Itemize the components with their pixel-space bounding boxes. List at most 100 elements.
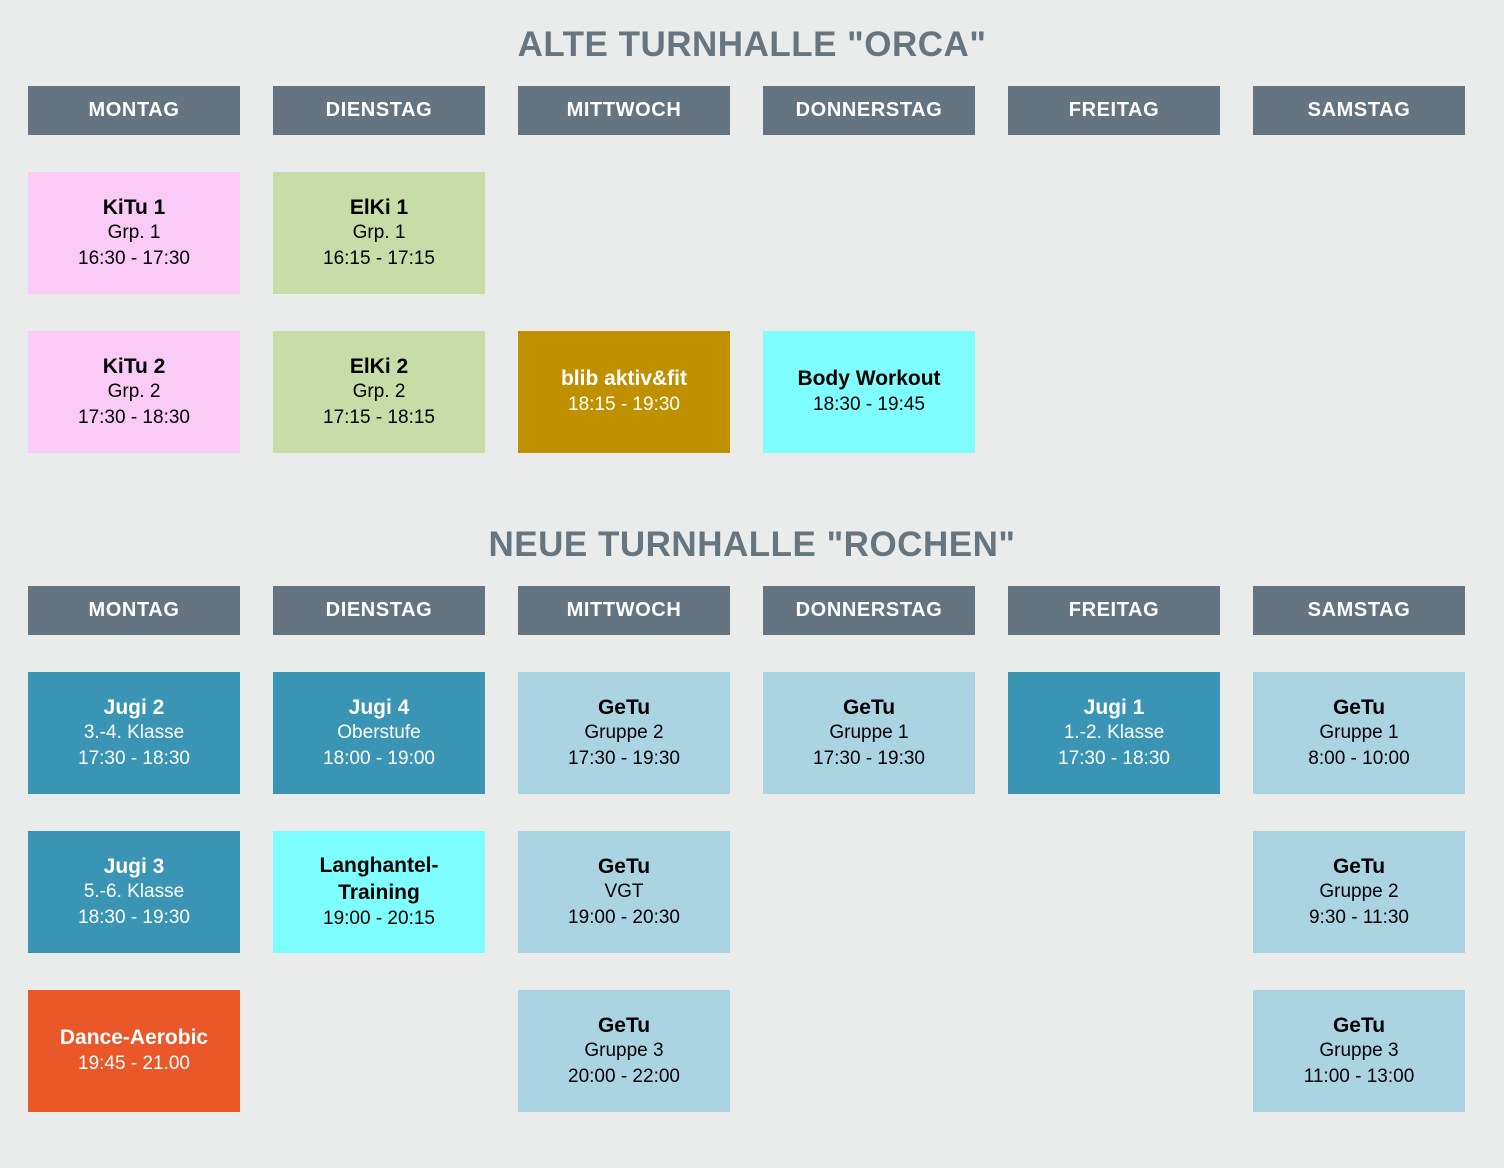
empty-slot xyxy=(763,172,975,294)
day-header-freitag: FREITAG xyxy=(1008,586,1220,635)
card-title: GeTu xyxy=(1332,854,1386,878)
card-title: KiTu 2 xyxy=(102,354,166,378)
section-title-orca: ALTE TURNHALLE "ORCA" xyxy=(517,25,987,64)
schedule-row: Jugi 2 3.-4. Klasse 17:30 - 18:30 Jugi 4 Obe… xyxy=(0,672,1504,794)
day-header-samstag: SAMSTAG xyxy=(1253,86,1465,135)
card-title: Training xyxy=(338,881,420,905)
card-title: GeTu xyxy=(1332,1013,1386,1037)
card-time: 20:00 - 22:00 xyxy=(568,1065,680,1087)
empty-slot xyxy=(1253,331,1465,453)
card-title: Jugi 4 xyxy=(348,695,410,719)
empty-slot xyxy=(1253,172,1465,294)
card-time: 16:15 - 17:15 xyxy=(323,247,435,269)
card-title: Jugi 3 xyxy=(103,854,165,878)
card-title: ElKi 2 xyxy=(349,354,409,378)
schedule-card[interactable]: Jugi 2 3.-4. Klasse 17:30 - 18:30 xyxy=(28,672,240,794)
empty-slot xyxy=(1008,331,1220,453)
card-title: ElKi 1 xyxy=(349,195,409,219)
schedule-card[interactable]: ElKi 1 Grp. 1 16:15 - 17:15 xyxy=(273,172,485,294)
card-title: GeTu xyxy=(597,854,651,878)
empty-slot xyxy=(518,172,730,294)
card-title: GeTu xyxy=(1332,695,1386,719)
card-time: 11:00 - 13:00 xyxy=(1303,1065,1415,1087)
schedule-card[interactable]: Langhantel- Training 19:00 - 20:15 xyxy=(273,831,485,953)
schedule-card[interactable]: Jugi 4 Oberstufe 18:00 - 19:00 xyxy=(273,672,485,794)
empty-slot xyxy=(273,990,485,1112)
card-title: GeTu xyxy=(597,695,651,719)
card-subtitle: Oberstufe xyxy=(337,722,421,744)
card-time: 19:45 - 21.00 xyxy=(78,1052,190,1074)
card-title: Body Workout xyxy=(797,367,941,391)
card-time: 18:00 - 19:00 xyxy=(323,747,435,769)
empty-slot xyxy=(763,990,975,1112)
card-time: 18:30 - 19:30 xyxy=(78,906,190,928)
card-time: 17:30 - 18:30 xyxy=(78,747,190,769)
card-title: Dance-Aerobic xyxy=(59,1026,209,1050)
empty-slot xyxy=(1008,831,1220,953)
schedule-row: Jugi 3 5.-6. Klasse 18:30 - 19:30 Langhante… xyxy=(0,831,1504,953)
card-time: 8:00 - 10:00 xyxy=(1308,747,1410,769)
day-header-mittwoch: MITTWOCH xyxy=(518,86,730,135)
card-subtitle: Grp. 2 xyxy=(107,381,161,403)
card-subtitle: Grp. 1 xyxy=(352,222,406,244)
card-subtitle: Gruppe 1 xyxy=(829,722,909,744)
card-time: 9:30 - 11:30 xyxy=(1308,906,1409,928)
card-time: 17:15 - 18:15 xyxy=(323,406,435,428)
card-subtitle: Gruppe 2 xyxy=(1319,881,1399,903)
empty-slot xyxy=(1008,990,1220,1112)
day-header-donnerstag: DONNERSTAG xyxy=(763,86,975,135)
card-time: 19:00 - 20:15 xyxy=(323,908,435,930)
card-time: 19:00 - 20:30 xyxy=(568,906,680,928)
day-header-montag: MONTAG xyxy=(28,586,240,635)
empty-slot xyxy=(1008,172,1220,294)
schedule-card[interactable]: Jugi 3 5.-6. Klasse 18:30 - 19:30 xyxy=(28,831,240,953)
card-subtitle: 5.-6. Klasse xyxy=(83,881,185,903)
card-subtitle: VGT xyxy=(604,881,644,903)
card-title: KiTu 1 xyxy=(102,195,166,219)
day-header-freitag: FREITAG xyxy=(1008,86,1220,135)
card-title: GeTu xyxy=(597,1013,651,1037)
card-time: 17:30 - 19:30 xyxy=(568,747,680,769)
card-time: 17:30 - 18:30 xyxy=(1058,747,1170,769)
empty-slot xyxy=(763,831,975,953)
card-time: 17:30 - 18:30 xyxy=(78,406,190,428)
day-header-dienstag: DIENSTAG xyxy=(273,586,485,635)
day-header-donnerstag: DONNERSTAG xyxy=(763,586,975,635)
card-subtitle: Gruppe 3 xyxy=(1319,1040,1399,1062)
day-header-mittwoch: MITTWOCH xyxy=(518,586,730,635)
card-title: blib aktiv&fit xyxy=(560,367,687,391)
card-title: Langhantel- xyxy=(319,853,439,877)
card-subtitle: Gruppe 3 xyxy=(584,1040,664,1062)
schedule-card[interactable]: KiTu 2 Grp. 2 17:30 - 18:30 xyxy=(28,331,240,453)
card-subtitle: 3.-4. Klasse xyxy=(83,722,185,744)
card-title: Jugi 2 xyxy=(103,695,165,719)
section-title-rochen: NEUE TURNHALLE "ROCHEN" xyxy=(488,525,1016,564)
card-title: GeTu xyxy=(842,695,896,719)
card-time: 18:15 - 19:30 xyxy=(568,393,680,415)
day-header-samstag: SAMSTAG xyxy=(1253,586,1465,635)
day-header-dienstag: DIENSTAG xyxy=(273,86,485,135)
section-orca: ALTE TURNHALLE "ORCA" MONTAG DIENSTAG MI… xyxy=(0,0,1504,453)
card-time: 16:30 - 17:30 xyxy=(78,247,190,269)
card-time: 17:30 - 19:30 xyxy=(813,747,925,769)
day-header-row-orca: MONTAG DIENSTAG MITTWOCH DONNERSTAG FREI… xyxy=(0,86,1504,135)
card-subtitle: 1.-2. Klasse xyxy=(1063,722,1165,744)
day-header-montag: MONTAG xyxy=(28,86,240,135)
